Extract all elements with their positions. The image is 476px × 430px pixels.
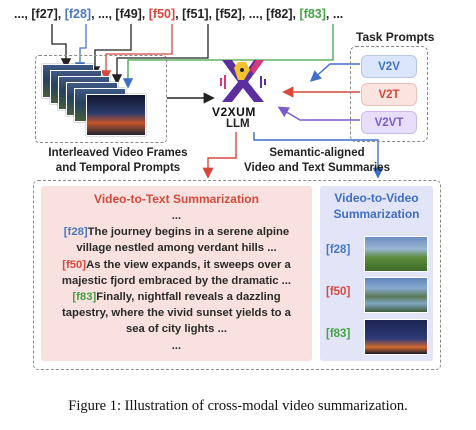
figure-caption: Figure 1: Illustration of cross-modal vi… (68, 398, 408, 414)
token-connector-f28 (74, 24, 87, 73)
frame-token-f50: [f50] (148, 7, 176, 21)
ellipsis: ... (171, 339, 182, 352)
llm-subtitle: LLM (226, 118, 250, 130)
task-prompts-title: Task Prompts (356, 30, 435, 44)
video-to-video-panel: Video-to-Video Summarization [f28] [f50]… (320, 186, 433, 361)
ellipsis: ... (171, 210, 182, 222)
v2v-title: Video-to-Video Summarization (320, 190, 433, 222)
llm-to-v2v-arrow (253, 132, 384, 179)
segment-tag-f50: [f50] (62, 258, 87, 271)
v2v-tag-f83: [f83] (326, 328, 351, 340)
summaries-caption-line: Semantic-aligned (269, 147, 365, 159)
segment-tag-f83: [f83] (72, 291, 97, 304)
frames-caption: Interleaved Video Frames and Temporal Pr… (38, 146, 198, 176)
v2xum-logo-icon (220, 60, 266, 102)
v2v-tag-f50: [f50] (326, 286, 351, 298)
frame-token: , [f51], [f52], ..., [f82], (175, 7, 300, 21)
summary-line: [f28]The journey begins in a serene alpi… (45, 224, 308, 240)
segment-tag-f28: [f28] (63, 226, 88, 239)
frame-token-f83: [f83] (299, 7, 326, 21)
task-prompts-box: V2V V2T V2VT (350, 46, 428, 142)
frame-token: , ..., [f49], (91, 7, 149, 21)
frame-token: , ... (325, 7, 344, 21)
token-connector-f51 (111, 24, 209, 85)
v2vt-to-llm-arrow (277, 106, 360, 121)
thumbnail-fjord (364, 277, 428, 313)
task-prompt-v2t: V2T (361, 83, 417, 106)
summary-line: [f50]As the view expands, it sweeps over… (45, 257, 308, 273)
video-frame-sunset (86, 94, 146, 136)
summaries-caption-line: Video and Text Summaries (244, 162, 390, 174)
token-connector-f49 (89, 24, 132, 77)
summary-text: The journey begins in a serene alpine (87, 226, 290, 239)
frame-token: ..., [f27], (14, 7, 65, 21)
v2v-title-line: Summarization (333, 207, 420, 221)
video-frames-stack (35, 55, 167, 143)
token-connector-f50 (100, 24, 173, 81)
summary-line: [f83]Finally, nightfall reveals a dazzli… (45, 289, 308, 305)
summary-line: majestic fjord embraced by the dramatic … (61, 274, 292, 287)
video-to-text-panel: Video-to-Text Summarization ... [f28]The… (41, 186, 312, 361)
summary-line: sea of city lights ... (125, 323, 228, 336)
task-prompt-v2vt: V2VT (361, 111, 417, 134)
v2v-title-line: Video-to-Video (334, 191, 419, 205)
v2t-summary-text: ... [f28]The journey begins in a serene … (45, 208, 308, 354)
llm-name: V2XUM (212, 105, 256, 119)
v2v-tag-f28: [f28] (326, 244, 351, 256)
frames-caption-line: and Temporal Prompts (55, 162, 181, 174)
task-prompt-v2v: V2V (361, 55, 417, 78)
summary-text: As the view expands, it sweeps over a (86, 258, 291, 271)
summary-text: Finally, nightfall reveals a dazzling (96, 291, 281, 304)
llm-to-v2t-arrow (202, 132, 237, 179)
summary-line: village nestled among verdant hills ... (76, 242, 277, 255)
outputs-box (33, 180, 441, 370)
thumbnail-city-lights (364, 319, 428, 355)
frame-token-sequence: ..., [f27], [f28], ..., [f49], [f50], [f… (14, 7, 414, 21)
v2t-title: Video-to-Text Summarization (94, 192, 259, 206)
frames-caption-line: Interleaved Video Frames (48, 147, 188, 159)
thumbnail-alpine-village (364, 236, 428, 272)
frame-token-f28: [f28] (64, 7, 92, 21)
summaries-caption: Semantic-aligned Video and Text Summarie… (232, 146, 402, 176)
summary-line: tapestry, where the vivid sunset yields … (62, 307, 291, 320)
